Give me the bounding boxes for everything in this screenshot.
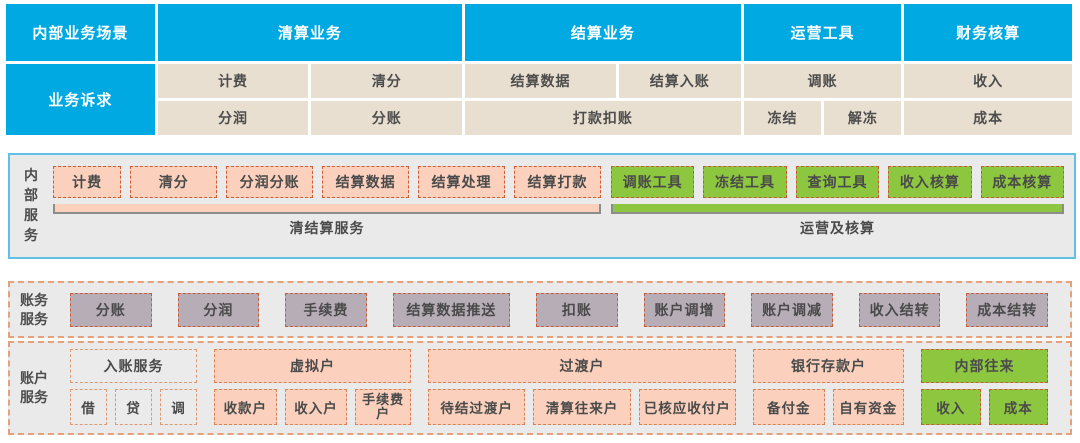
account-box-own-funds: 自有资金 bbox=[832, 389, 904, 425]
ledger-box-split: 分账 bbox=[70, 292, 152, 327]
operation-accounting-boxes: 调账工具 冻结工具 查询工具 收入核算 成本核算 bbox=[610, 166, 1065, 198]
ledger-services-label: 账务服务 bbox=[20, 291, 48, 327]
transition-account-items: 待结过渡户 清算往来户 已核应收付户 bbox=[428, 389, 736, 425]
service-box-settlement-data: 结算数据 bbox=[322, 166, 410, 198]
account-box-clearing-transit: 清算往来户 bbox=[533, 389, 631, 425]
cell-payment-deduction: 打款扣账 bbox=[465, 101, 741, 135]
service-box-settlement-payment: 结算打款 bbox=[514, 166, 601, 198]
cell-unfreeze: 解冻 bbox=[824, 101, 902, 135]
bank-deposit-group: 银行存款户 备付金 自有资金 bbox=[753, 349, 904, 433]
cell-adjustment: 调账 bbox=[743, 64, 902, 98]
header-financial-accounting: 财务核算 bbox=[904, 4, 1072, 61]
service-box-clearing: 清分 bbox=[130, 166, 218, 198]
service-box-settlement-processing: 结算处理 bbox=[418, 166, 505, 198]
cell-clearing: 清分 bbox=[311, 64, 463, 98]
header-internal-business-scenario: 内部业务场景 bbox=[6, 4, 155, 61]
row-label-business-demand: 业务诉求 bbox=[6, 64, 155, 135]
ledger-services-section: 账务服务 分账 分润 手续费 结算数据推送 扣账 账户调增 账户调减 收入结转 … bbox=[8, 281, 1072, 338]
operation-accounting-brace-label: 运营及核算 bbox=[799, 220, 875, 236]
entry-service-group: 入账服务 借 贷 调 bbox=[70, 349, 197, 433]
virtual-account-group: 虚拟户 收款户 收入户 手续费户 bbox=[214, 349, 411, 433]
internal-services-section: 内部服务 计费 清分 分润分账 结算数据 结算处理 结算打款 清结算服务 调账工… bbox=[8, 153, 1076, 259]
header-clearing-business: 清算业务 bbox=[157, 4, 463, 61]
ledger-box-income-carryover: 收入结转 bbox=[858, 292, 941, 327]
internal-services-content: 计费 清分 分润分账 结算数据 结算处理 结算打款 清结算服务 调账工具 冻结工… bbox=[53, 155, 1074, 257]
ledger-box-account-increase: 账户调增 bbox=[643, 292, 726, 327]
service-box-profit-split: 分润分账 bbox=[226, 166, 314, 198]
account-box-adjust: 调 bbox=[160, 389, 197, 425]
service-box-billing: 计费 bbox=[53, 166, 122, 198]
ledger-box-deduction: 扣账 bbox=[536, 292, 618, 327]
account-box-income-green: 收入 bbox=[921, 389, 981, 425]
service-box-query-tool: 查询工具 bbox=[795, 166, 880, 198]
account-box-income-account: 收入户 bbox=[284, 389, 348, 425]
transition-account-group: 过渡户 待结过渡户 清算往来户 已核应收付户 bbox=[428, 349, 736, 433]
clearing-settlement-brace-label: 清结算服务 bbox=[289, 220, 365, 236]
ledger-box-account-decrease: 账户调减 bbox=[751, 292, 833, 327]
cell-profit-sharing: 分润 bbox=[157, 101, 309, 135]
header-settlement-business: 结算业务 bbox=[465, 4, 741, 61]
cell-freeze: 冻结 bbox=[743, 101, 822, 135]
account-box-pending-settlement: 待结过渡户 bbox=[428, 389, 526, 425]
virtual-account-header: 虚拟户 bbox=[214, 349, 411, 383]
account-box-verified-receivable: 已核应收付户 bbox=[638, 389, 736, 425]
account-box-cost-green: 成本 bbox=[988, 389, 1048, 425]
ledger-box-cost-carryover: 成本结转 bbox=[966, 292, 1049, 327]
account-box-credit: 贷 bbox=[115, 389, 152, 425]
account-box-collection: 收款户 bbox=[214, 389, 277, 425]
account-box-fee-account: 手续费户 bbox=[355, 389, 411, 425]
cell-cost: 成本 bbox=[904, 101, 1072, 135]
clearing-settlement-brace bbox=[53, 204, 601, 214]
account-services-content: 入账服务 借 贷 调 虚拟户 收款户 收入户 手续费户 过渡户 待结过渡户 bbox=[64, 343, 1070, 433]
operation-accounting-group: 调账工具 冻结工具 查询工具 收入核算 成本核算 运营及核算 bbox=[610, 166, 1065, 257]
internal-transfer-header: 内部往来 bbox=[921, 349, 1048, 383]
cell-billing: 计费 bbox=[157, 64, 309, 98]
service-box-adjustment-tool: 调账工具 bbox=[610, 166, 695, 198]
service-box-income-accounting: 收入核算 bbox=[888, 166, 972, 198]
transition-account-header: 过渡户 bbox=[428, 349, 736, 383]
service-box-freeze-tool: 冻结工具 bbox=[703, 166, 787, 198]
ledger-services-boxes: 分账 分润 手续费 结算数据推送 扣账 账户调增 账户调减 收入结转 成本结转 bbox=[64, 292, 1070, 327]
account-box-debit: 借 bbox=[70, 389, 107, 425]
clearing-settlement-boxes: 计费 清分 分润分账 结算数据 结算处理 结算打款 bbox=[53, 166, 601, 198]
cell-ledger-split: 分账 bbox=[311, 101, 463, 135]
ledger-box-settlement-data-push: 结算数据推送 bbox=[392, 292, 511, 327]
ledger-box-profit: 分润 bbox=[177, 292, 260, 327]
internal-transfer-items: 收入 成本 bbox=[921, 389, 1048, 425]
bank-deposit-items: 备付金 自有资金 bbox=[753, 389, 904, 425]
account-services-section: 账户服务 入账服务 借 贷 调 虚拟户 收款户 收入户 手续费户 过渡户 bbox=[8, 341, 1072, 435]
cell-settlement-entry: 结算入账 bbox=[618, 64, 741, 98]
account-box-reserve-fund: 备付金 bbox=[753, 389, 825, 425]
virtual-account-items: 收款户 收入户 手续费户 bbox=[214, 389, 411, 425]
account-services-label: 账户服务 bbox=[20, 370, 48, 405]
bank-deposit-header: 银行存款户 bbox=[753, 349, 904, 383]
ledger-box-fee: 手续费 bbox=[285, 292, 367, 327]
internal-services-label: 内部服务 bbox=[24, 167, 38, 243]
internal-transfer-group: 内部往来 收入 成本 bbox=[921, 349, 1048, 433]
cell-settlement-data: 结算数据 bbox=[465, 64, 616, 98]
clearing-settlement-group: 计费 清分 分润分账 结算数据 结算处理 结算打款 清结算服务 bbox=[53, 166, 601, 257]
entry-service-header: 入账服务 bbox=[70, 349, 197, 383]
service-box-cost-accounting: 成本核算 bbox=[980, 166, 1065, 198]
business-scenario-table: 内部业务场景 清算业务 结算业务 运营工具 财务核算 业务诉求 计费 清分 结算… bbox=[6, 4, 1072, 135]
header-operation-tools: 运营工具 bbox=[743, 4, 902, 61]
entry-service-items: 借 贷 调 bbox=[70, 389, 197, 425]
cell-income: 收入 bbox=[904, 64, 1072, 98]
operation-accounting-brace bbox=[610, 204, 1064, 214]
